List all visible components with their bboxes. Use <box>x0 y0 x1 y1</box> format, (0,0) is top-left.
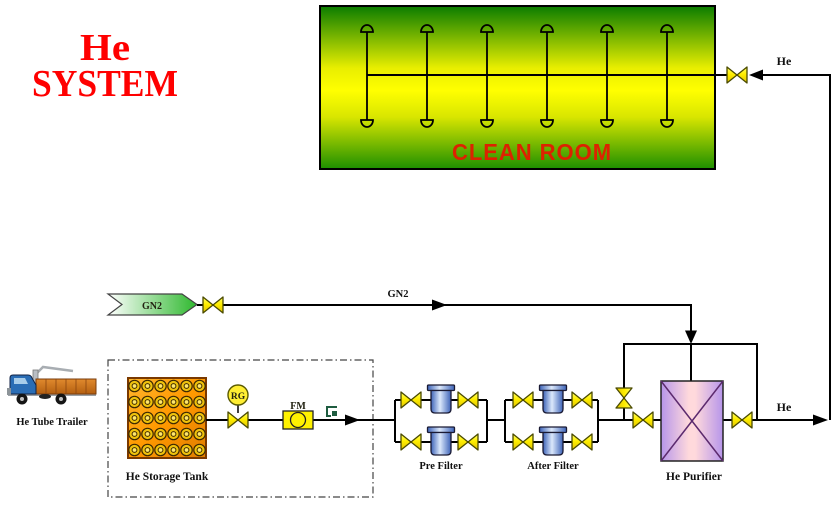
clean-room-inlet-valve-icon <box>726 66 748 84</box>
gn2-source-flag <box>106 293 199 316</box>
filter-cartridge-icon <box>426 384 456 414</box>
purifier-outlet-valve-icon <box>731 411 753 429</box>
tube-trailer: He Tube Trailer <box>7 365 97 428</box>
storage-area: He Storage Tank <box>107 359 374 498</box>
filter-cartridge-icon <box>538 384 568 414</box>
regulator-valve-icon <box>227 411 249 429</box>
flow-arrow-right-icon <box>432 299 447 311</box>
he-riser-pipe <box>763 74 831 420</box>
pre-filter-bank: Pre Filter <box>394 384 488 472</box>
flow-meter: FM <box>282 401 314 430</box>
clean-room: CLEAN ROOM <box>319 5 727 170</box>
storage-tank-tubes <box>128 378 206 458</box>
filter-valve-icon <box>400 391 422 409</box>
truck-illustration <box>7 365 97 405</box>
filter-valve-icon <box>512 433 534 451</box>
filter-cartridge-icon <box>426 426 456 456</box>
flow-arrow-down-icon <box>685 330 697 344</box>
bypass-valve-icon <box>615 387 633 409</box>
sensor-tag-icon <box>326 406 337 417</box>
gn2-source-label: GN2 <box>142 301 162 312</box>
pre-filter-label: Pre Filter <box>419 461 463 472</box>
filter-valve-icon <box>457 433 479 451</box>
bypass-pipe <box>623 343 758 420</box>
purifier-cross <box>660 380 724 462</box>
filter-valve-icon <box>457 391 479 409</box>
filter-valve-icon <box>571 433 593 451</box>
flow-arrow-left-icon <box>749 69 763 81</box>
flow-meter-label: FM <box>290 401 306 412</box>
filter-cartridge-icon <box>538 426 568 456</box>
purifier-outlet-gas-label: He <box>777 400 792 414</box>
filter-valve-icon <box>512 391 534 409</box>
title-line1: He <box>80 27 130 69</box>
purifier-bypass <box>615 343 758 420</box>
flow-arrow-right-icon <box>345 414 360 426</box>
tube-trailer-label: He Tube Trailer <box>16 417 88 428</box>
filter-valve-icon <box>400 433 422 451</box>
after-filter-bank: After Filter <box>504 384 599 472</box>
page-title: He SYSTEM <box>32 27 178 105</box>
purifier-label: He Purifier <box>666 471 722 483</box>
purifier-inlet-valve-icon <box>632 411 654 429</box>
storage-boundary <box>107 359 374 498</box>
flow-arrow-right-icon <box>813 414 828 426</box>
clean-room-box <box>319 5 716 170</box>
gn2-supply: GN2 GN2 <box>106 289 697 381</box>
clean-room-inlet-gas-label: He <box>777 54 792 68</box>
flow-meter-dial <box>289 411 307 429</box>
storage-tank-label: He Storage Tank <box>126 471 209 483</box>
regulator-bubble <box>227 384 249 406</box>
pressure-regulator: RG <box>227 384 249 429</box>
title-line2: SYSTEM <box>32 63 178 105</box>
gn2-line-label: GN2 <box>388 289 409 300</box>
clean-room-inlet-line: He <box>726 54 831 420</box>
gn2-pipe <box>197 304 692 331</box>
filter-valve-icon <box>571 391 593 409</box>
clean-room-label: CLEAN ROOM <box>452 139 612 165</box>
gn2-valve-icon <box>202 296 224 314</box>
he-purifier: He Purifier <box>632 380 753 483</box>
after-filter-label: After Filter <box>527 461 579 472</box>
regulator-label: RG <box>231 392 246 402</box>
